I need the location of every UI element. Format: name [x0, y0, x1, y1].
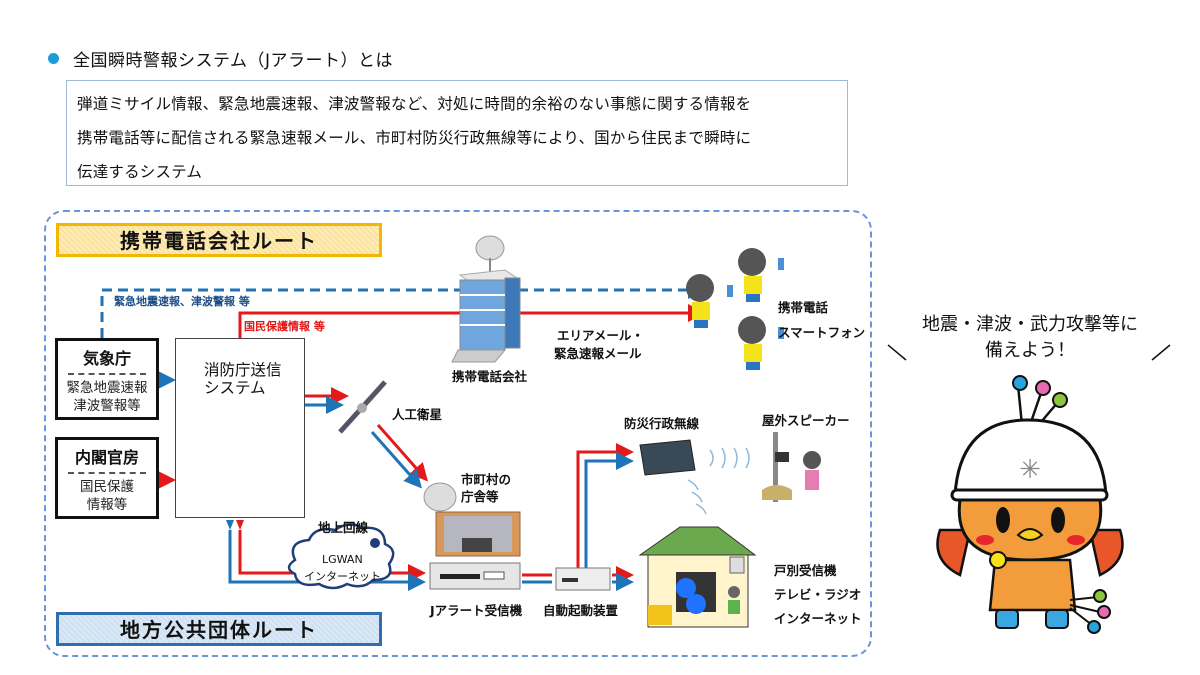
speech-mark-left [887, 344, 907, 361]
label-ground-line: 地上回線 [318, 520, 369, 535]
jma-box: 気象庁 緊急地震速報 津波警報等 [55, 338, 159, 420]
label-smartphone: スマートフォン [778, 325, 866, 340]
definition-box: 弾道ミサイル情報、緊急地震速報、津波警報など、対処に時間的余裕のない事態に関する… [66, 80, 848, 186]
disaster-radio-icon [639, 439, 750, 515]
label-lgwan: LGWAN [322, 553, 363, 566]
auto-radio-red [576, 443, 634, 570]
label-auto-start: 自動起動装置 [543, 603, 619, 618]
lgwan-cloud-icon [287, 523, 395, 590]
label-municipal: 市町村の [461, 472, 512, 487]
auto-radio-blue [584, 452, 634, 570]
fdma-line: システム [204, 379, 266, 397]
label-emergency-mail: 緊急速報メール [554, 346, 642, 361]
phone-users-icon [686, 248, 784, 370]
label-quake-tsunami: 緊急地震速報、津波警報 等 [114, 295, 250, 308]
sat-muni-red [376, 424, 428, 482]
outdoor-speaker-icon [762, 432, 821, 502]
label-tv-radio: テレビ・ラジオ [774, 587, 862, 602]
definition-line: 携帯電話等に配信される緊急速報メール、市町村防災行政無線等により、国から住民まで… [77, 129, 752, 147]
heading-title: 全国瞬時警報システム（Jアラート）とは [73, 51, 394, 71]
fdma-label: 消防庁送信 システム [204, 361, 282, 397]
mascot-character-icon: ✳ [936, 375, 1124, 634]
label-mobile-phone: 携帯電話 [778, 300, 829, 315]
quake-route-line [100, 281, 706, 338]
fdma-line: 消防庁送信 [204, 361, 282, 379]
satellite-icon [338, 380, 387, 434]
label-municipal: 庁舎等 [461, 489, 499, 504]
label-home-internet: インターネット [774, 611, 862, 626]
definition-line: 伝達するシステム [77, 163, 203, 181]
municipal-building-icon [423, 482, 521, 557]
label-home-receiver: 戸別受信機 [774, 563, 837, 578]
jalert-receiver-icon [429, 562, 521, 590]
label-disaster-radio: 防災行政無線 [624, 416, 700, 431]
divider [68, 472, 146, 474]
label-outdoor-speaker: 屋外スピーカー [762, 413, 850, 428]
cabinet-title: 内閣官房 [74, 448, 139, 467]
label-internet: インターネット [304, 570, 381, 583]
carrier-building-icon [451, 235, 522, 363]
auto-start-device-icon [555, 567, 611, 591]
mascot-line: 備えよう！ [985, 340, 1075, 361]
diagram-frame [44, 210, 872, 657]
fdma-system-box: 消防庁送信 システム [175, 338, 305, 518]
route-label-mobile: 携帯電話会社ルート [56, 223, 382, 257]
label-carrier: 携帯電話会社 [452, 369, 528, 384]
house-icon [638, 526, 757, 628]
mascot-line: 地震・津波・武力攻撃等に [922, 314, 1138, 335]
label-civil-protection: 国民保護情報 等 [244, 320, 325, 333]
svg-text:✳: ✳ [1019, 455, 1041, 485]
section-heading: 全国瞬時警報システム（Jアラート）とは [48, 46, 393, 71]
cabinet-box: 内閣官房 国民保護 情報等 [55, 437, 159, 519]
bullet-icon [48, 53, 59, 64]
divider [68, 373, 146, 375]
cabinet-sub: 情報等 [86, 497, 128, 513]
label-area-mail: エリアメール・ [557, 328, 644, 343]
cabinet-sub: 国民保護 [80, 479, 134, 495]
jma-sub: 津波警報等 [73, 398, 141, 414]
label-jalert-receiver: Jアラート受信機 [430, 603, 523, 618]
civil-protection-route-line [238, 304, 706, 338]
label-satellite: 人工衛星 [392, 407, 443, 422]
speech-mark-right [1151, 344, 1171, 361]
jma-sub: 緊急地震速報 [66, 380, 148, 396]
jma-title: 気象庁 [82, 349, 131, 368]
definition-line: 弾道ミサイル情報、緊急地震速報、津波警報など、対処に時間的余裕のない事態に関する… [77, 95, 752, 113]
sat-muni-blue [370, 431, 422, 489]
mascot-message: 地震・津波・武力攻撃等に 備えよう！ [895, 312, 1165, 364]
route-label-local: 地方公共団体ルート [56, 612, 382, 646]
